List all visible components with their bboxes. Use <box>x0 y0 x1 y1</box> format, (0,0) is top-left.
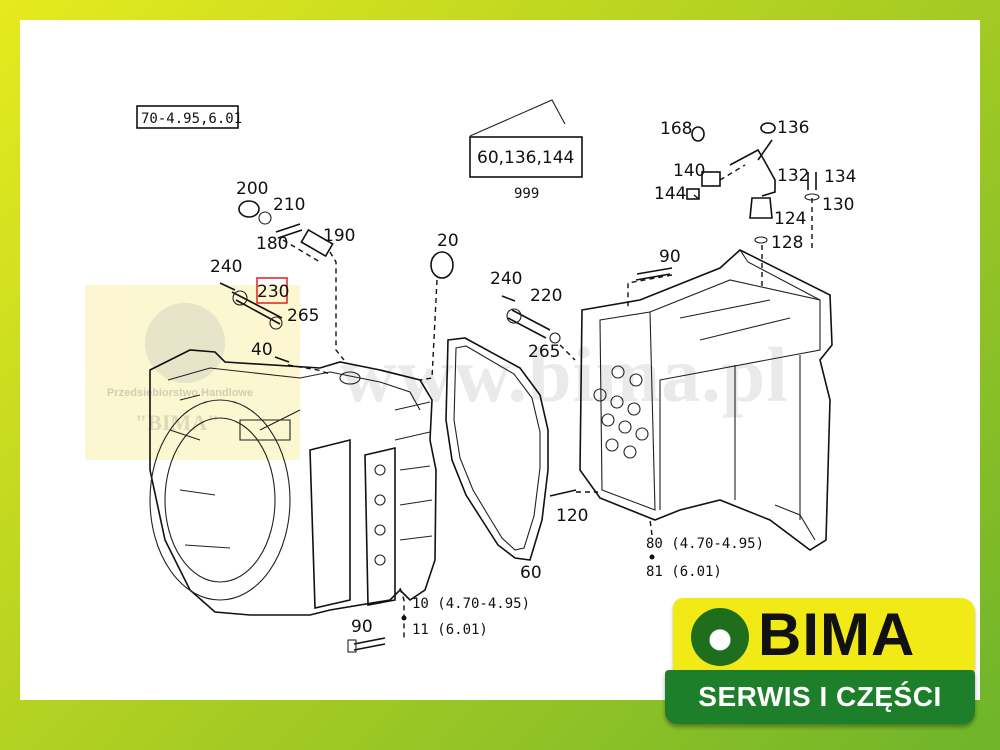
label-90-bottom: 90 <box>351 617 373 637</box>
gasket-drawing <box>445 337 549 561</box>
part-140-union <box>701 171 721 187</box>
part-128-oring <box>754 236 768 244</box>
pipe-pointer-arrow <box>757 139 773 161</box>
label-120: 120 <box>556 506 588 526</box>
part-124-fitting <box>749 197 773 219</box>
logo-top-band: BIMA <box>673 598 975 672</box>
label-210: 210 <box>273 195 305 215</box>
part-144-nipple <box>686 188 700 200</box>
watermark-logo: Przedsiębiorstwo Handlowe "BIMA" <box>85 285 300 460</box>
part-90-bolt-bottom <box>347 637 386 653</box>
logo-name: BIMA <box>758 601 916 668</box>
label-140: 140 <box>673 161 705 181</box>
label-240-right: 240 <box>490 269 522 289</box>
part-40-pin <box>274 356 290 363</box>
part-168-washer <box>691 126 705 142</box>
part-80-marker <box>649 554 655 560</box>
part-20-cover <box>430 251 454 279</box>
label-136: 136 <box>777 118 809 138</box>
part-265-ring-left <box>269 316 283 330</box>
part-90-bolt-top <box>635 267 673 281</box>
label-128: 128 <box>771 233 803 253</box>
highlight-230-box <box>256 277 288 304</box>
part-134-bolt <box>807 172 817 190</box>
part-210-oring <box>258 211 272 225</box>
label-240-left: 240 <box>210 257 242 277</box>
part-240-screw-left <box>219 282 236 291</box>
label-220: 220 <box>530 286 562 306</box>
part-120-stud <box>549 489 577 497</box>
label-10: 10 (4.70-4.95) <box>412 596 530 612</box>
part-136-screw <box>760 122 776 134</box>
part-240-screw-right <box>501 295 516 302</box>
front-housing-drawing <box>149 349 437 616</box>
part-200-cap <box>238 200 260 218</box>
group-box-sub-label: 999 <box>514 186 539 202</box>
label-90-top: 90 <box>659 247 681 267</box>
label-11: 11 (6.01) <box>412 622 488 638</box>
label-180: 180 <box>256 234 288 254</box>
rear-housing-bolt-holes <box>593 365 649 459</box>
logo-bottom-band: SERWIS I CZĘŚCI <box>665 670 975 724</box>
group-box-label: 60,136,144 <box>477 148 574 168</box>
label-168: 168 <box>660 119 692 139</box>
label-20: 20 <box>437 231 459 251</box>
label-144: 144 <box>654 184 686 204</box>
label-265-left: 265 <box>287 306 319 326</box>
label-230: 230 <box>257 282 289 302</box>
label-132: 132 <box>777 166 809 186</box>
label-200: 200 <box>236 179 268 199</box>
variant-box-frame <box>136 105 239 129</box>
gasket-inner-drawing <box>453 345 541 551</box>
group-box-frame <box>469 136 583 178</box>
watermark-company-name: "BIMA" <box>135 410 220 435</box>
part-230-shaft <box>231 290 283 325</box>
label-81: 81 (6.01) <box>646 564 722 580</box>
label-134: 134 <box>824 167 856 187</box>
part-180-pin <box>275 223 303 239</box>
group-box-pointer <box>469 99 566 137</box>
logo-tagline: SERWIS I CZĘŚCI <box>698 681 942 712</box>
part-190-bushing <box>300 228 334 258</box>
part-132-pipe <box>729 148 776 197</box>
logo-ball-icon <box>691 608 749 666</box>
label-40: 40 <box>251 340 273 360</box>
rear-housing-drawing <box>579 249 833 551</box>
watermark-ball-icon <box>145 303 225 383</box>
part-220-shaft <box>506 308 551 339</box>
watermark-company-line: Przedsiębiorstwo Handlowe <box>107 387 254 399</box>
watermark-url: www.bima.pl <box>340 331 789 418</box>
label-265-right: 265 <box>528 342 560 362</box>
label-80: 80 (4.70-4.95) <box>646 536 764 552</box>
bima-logo: BIMA SERWIS I CZĘŚCI <box>665 598 975 728</box>
label-190: 190 <box>323 226 355 246</box>
label-124: 124 <box>774 209 806 229</box>
leader-lines <box>282 164 813 640</box>
part-265-ring-right <box>549 332 561 344</box>
label-130: 130 <box>822 195 854 215</box>
variant-box-label: 70-4.95,6.01 <box>141 111 242 127</box>
label-60: 60 <box>520 563 542 583</box>
part-10-marker <box>401 615 407 621</box>
